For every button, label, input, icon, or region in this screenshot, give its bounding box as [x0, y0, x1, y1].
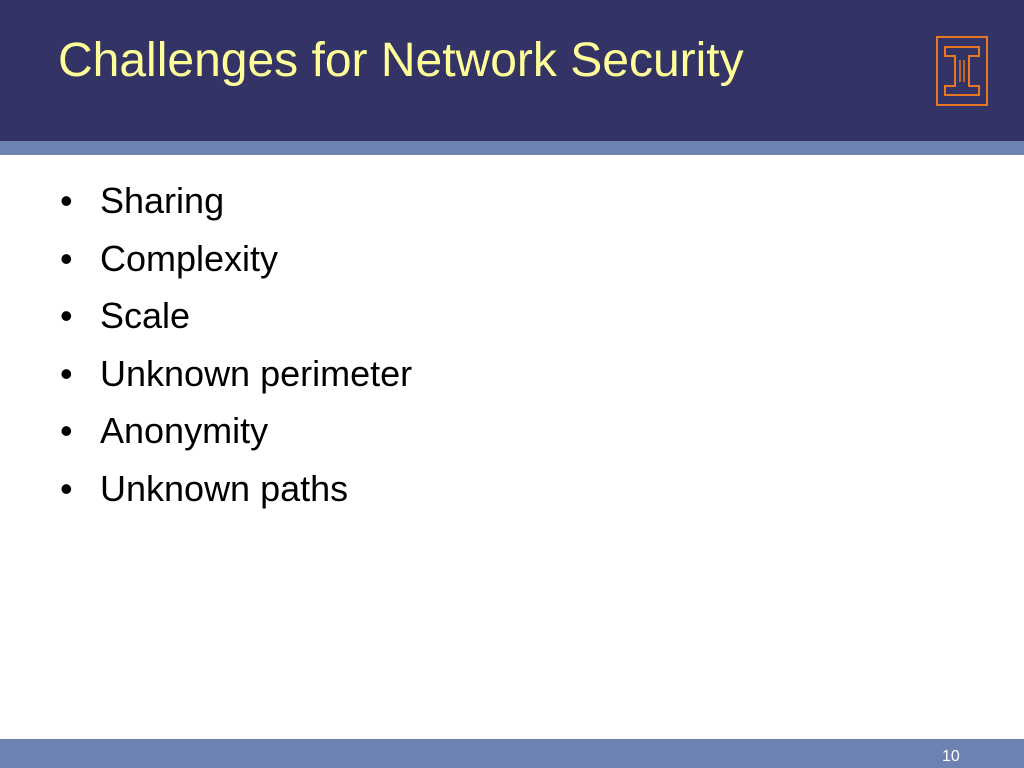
- bullet-item: • Unknown paths: [60, 460, 412, 518]
- bullet-list: • Sharing • Complexity • Scale • Unknown…: [60, 172, 412, 517]
- bullet-marker: •: [60, 410, 73, 451]
- bullet-item: • Unknown perimeter: [60, 345, 412, 403]
- bullet-marker: •: [60, 180, 73, 221]
- title-banner: Challenges for Network Security: [0, 0, 1024, 141]
- bullet-marker: •: [60, 237, 73, 279]
- header-divider: [0, 141, 1024, 155]
- bullet-text: Unknown perimeter: [100, 352, 413, 394]
- bullet-item: • Complexity: [60, 230, 412, 288]
- bullet-marker: •: [60, 467, 73, 509]
- slide-title: Challenges for Network Security: [58, 34, 744, 87]
- bullet-text: Complexity: [100, 237, 279, 279]
- bullet-text: Unknown paths: [100, 467, 349, 509]
- block-i-logo-icon: [936, 36, 988, 106]
- bullet-marker: •: [60, 295, 73, 336]
- bullet-text: Scale: [100, 295, 191, 336]
- page-number: 10: [942, 748, 960, 765]
- bullet-text: Sharing: [100, 180, 225, 221]
- footer-bar: [0, 739, 1024, 768]
- bullet-text: Anonymity: [100, 410, 269, 451]
- bullet-marker: •: [60, 352, 73, 394]
- bullet-item: • Sharing: [60, 172, 412, 230]
- bullet-item: • Anonymity: [60, 402, 412, 460]
- bullet-item: • Scale: [60, 287, 412, 345]
